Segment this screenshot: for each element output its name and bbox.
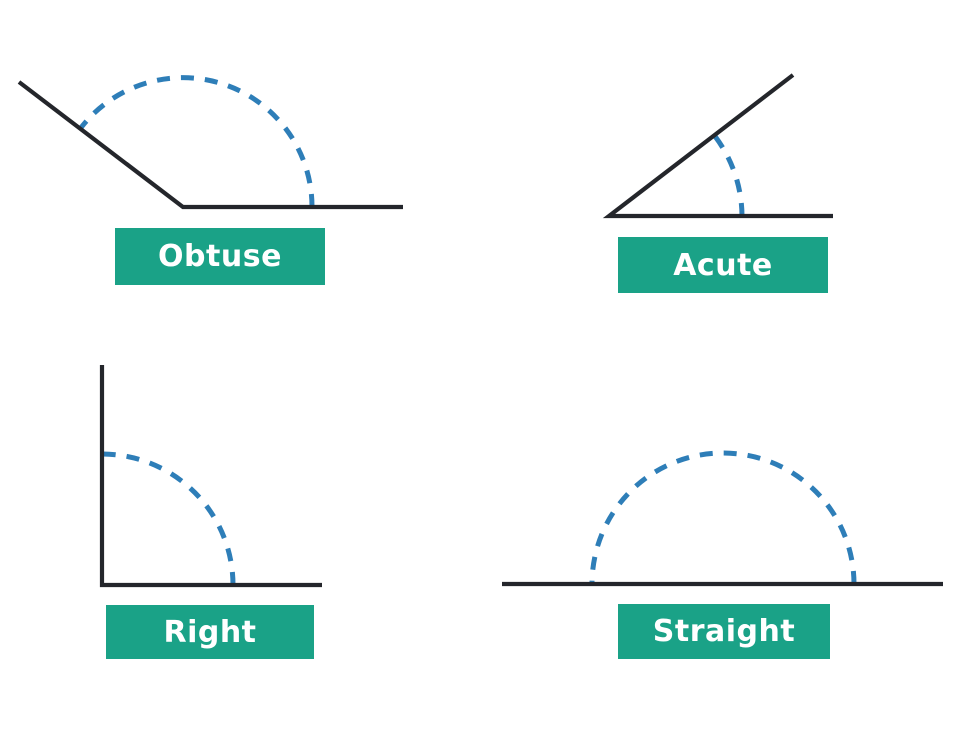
straight-angle-figure: [502, 450, 943, 587]
obtuse-label-text: Obtuse: [158, 239, 282, 274]
right-angle-arc: [101, 451, 236, 586]
straight-angle-arc: [589, 450, 857, 585]
right-label: Right: [106, 605, 314, 659]
obtuse-angle-rays: [17, 80, 403, 210]
straight-label: Straight: [618, 604, 830, 659]
acute-label: Acute: [618, 237, 828, 293]
right-angle-figure: [99, 365, 322, 588]
acute-angle-rays: [602, 73, 833, 219]
obtuse-angle-arc: [78, 75, 315, 208]
straight-label-text: Straight: [652, 614, 796, 649]
right-label-text: Right: [163, 614, 257, 650]
acute-label-text: Acute: [673, 247, 773, 283]
acute-angle-arc: [712, 133, 745, 217]
acute-angle-figure: [602, 73, 833, 219]
obtuse-label: Obtuse: [115, 228, 325, 285]
right-angle-rays: [99, 365, 322, 588]
obtuse-angle-figure: [17, 75, 403, 210]
